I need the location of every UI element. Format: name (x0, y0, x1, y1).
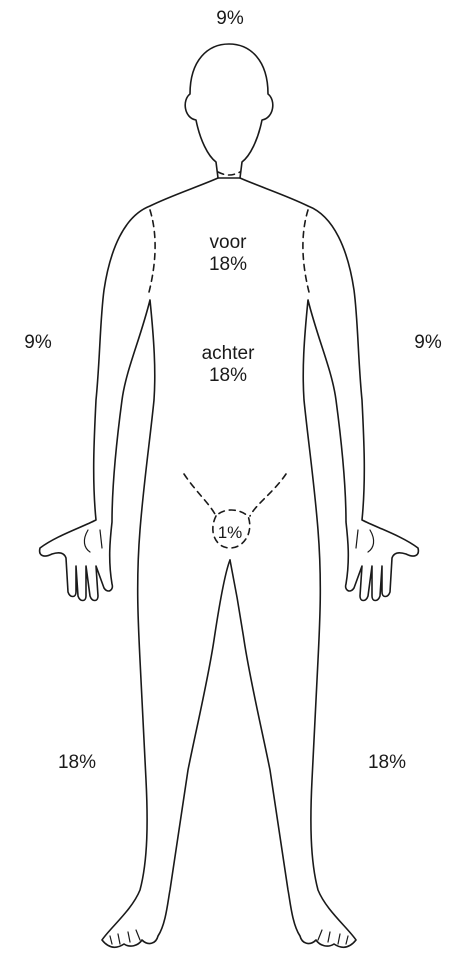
left-groin-boundary (184, 474, 216, 516)
torso-back-value: 18% (180, 365, 276, 387)
torso-back-label: achter 18% (180, 343, 276, 387)
genital-percentage-label: 1% (208, 522, 252, 544)
left-shoulder-boundary (148, 210, 155, 296)
body-left-outline (40, 178, 230, 947)
neck-boundary (218, 172, 240, 175)
right-leg-percentage-label: 18% (352, 752, 422, 774)
right-shoulder-boundary (303, 210, 310, 296)
left-toes (110, 930, 140, 944)
left-arm-percentage-label: 9% (8, 332, 68, 354)
torso-front-word: voor (188, 232, 268, 254)
torso-front-value: 18% (188, 254, 268, 276)
right-arm-percentage-label: 9% (398, 332, 456, 354)
right-hand-creases (356, 530, 374, 552)
left-hand-creases (84, 530, 102, 552)
right-toes (318, 930, 348, 944)
head-outline (185, 44, 273, 178)
right-groin-boundary (250, 474, 286, 516)
torso-front-label: voor 18% (188, 232, 268, 276)
torso-back-word: achter (180, 343, 276, 365)
head-percentage-label: 9% (200, 8, 260, 30)
body-right-outline (230, 178, 418, 947)
left-leg-percentage-label: 18% (42, 752, 112, 774)
